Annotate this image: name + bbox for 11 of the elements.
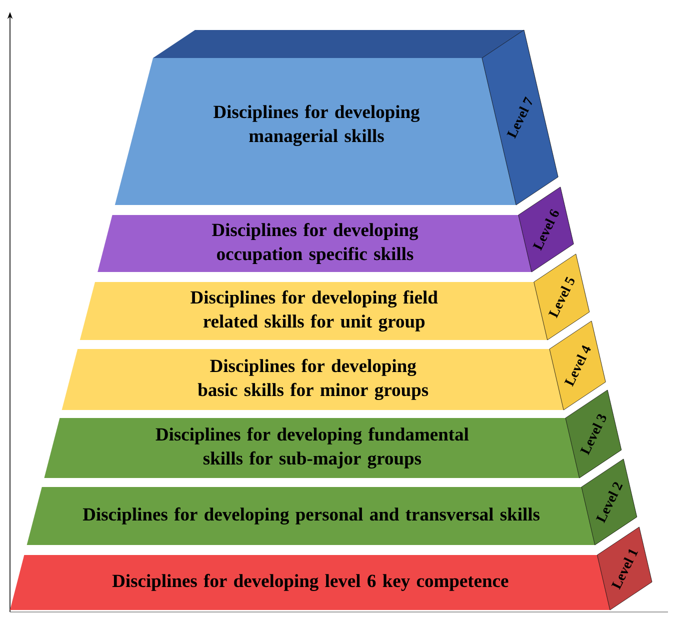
level-label: Level 7: [506, 96, 532, 139]
level-label: Level 1: [611, 549, 638, 590]
pyramid-block: Disciplines for developing managerial skills Level 7: [114, 30, 558, 206]
level-label: Level 3: [580, 414, 606, 456]
level-label: Level 2: [596, 482, 623, 524]
level-label: Level 5: [548, 276, 574, 318]
level-label: Level 6: [532, 209, 559, 251]
level-label: Level 4: [564, 345, 591, 387]
pyramid-block: Disciplines for developing level 6 key competence Level 1: [10, 526, 652, 610]
node-label: Disciplines for developing personal and transversal skills: [82, 507, 540, 525]
pyramid-block: Disciplines for developing occupation specific skills Level 6: [98, 186, 574, 272]
